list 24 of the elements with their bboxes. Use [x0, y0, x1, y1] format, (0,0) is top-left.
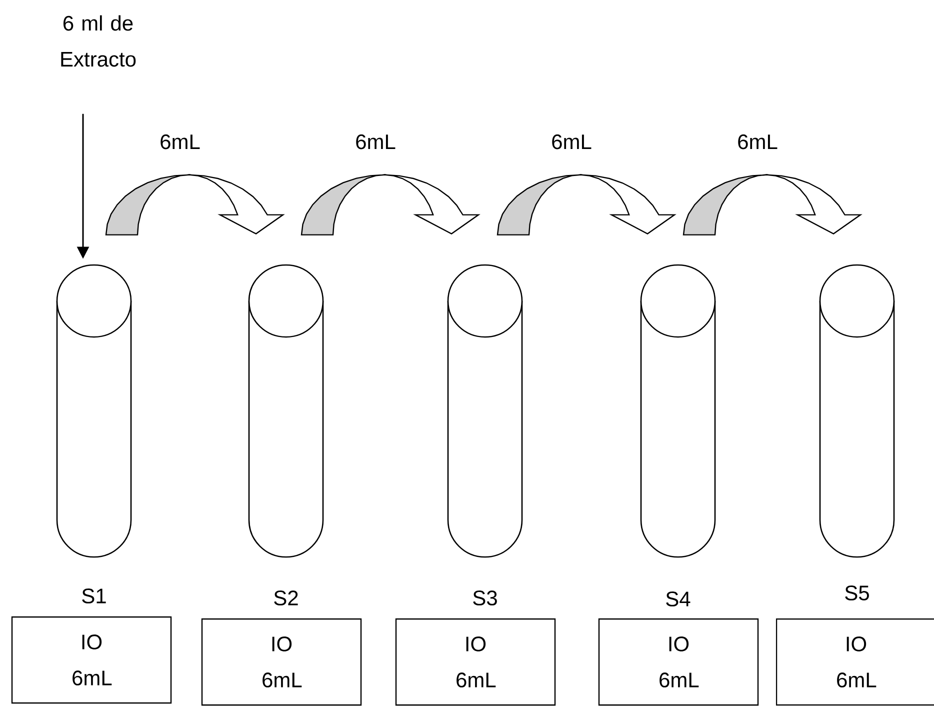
test-tube — [447, 264, 523, 558]
sample-label: S1 — [82, 588, 106, 604]
test-tube — [640, 264, 716, 558]
curved-arrow — [682, 174, 862, 236]
sample-box: IO 6mL — [11, 616, 172, 704]
sample-box: IO 6mL — [598, 618, 759, 706]
sample-box: IO 6mL — [776, 618, 934, 706]
curved-arrow — [300, 174, 480, 236]
sample-label: S5 — [845, 586, 869, 600]
edge-label: 6mL — [738, 134, 778, 150]
test-tube — [56, 264, 132, 558]
input-text: 6 ml de Extracto — [61, 15, 136, 67]
test-tube — [819, 264, 895, 558]
sample-box: IO 6mL — [395, 618, 556, 706]
test-tube — [248, 264, 324, 558]
sample-label: S2 — [274, 590, 298, 606]
edge-label: 6mL — [552, 134, 592, 150]
edge-label: 6mL — [160, 134, 200, 150]
sample-box: IO 6mL — [201, 618, 362, 706]
curved-arrow — [496, 174, 676, 236]
sample-label: S3 — [473, 590, 497, 606]
curved-arrow — [105, 174, 285, 236]
edge-label: 6mL — [356, 134, 396, 150]
sample-label: S4 — [666, 592, 690, 606]
